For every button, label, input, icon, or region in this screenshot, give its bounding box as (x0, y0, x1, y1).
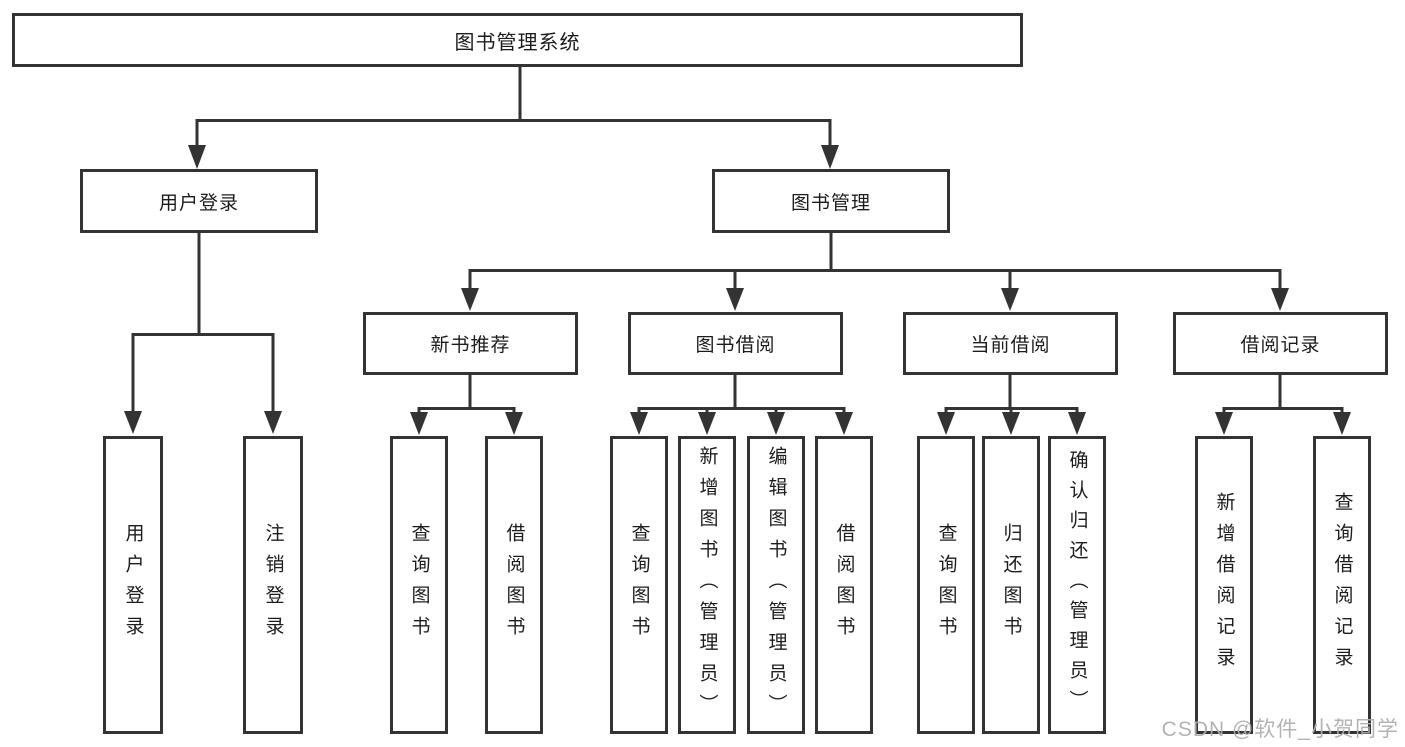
leaf-user-login: 用户登录 (103, 436, 163, 734)
node-user-login: 用户登录 (80, 169, 318, 233)
leaf-bb-borrow-book-label: 借阅图书 (833, 523, 855, 647)
leaf-br-add-record-label: 新增借阅记录 (1213, 492, 1235, 678)
node-new-book-recommend: 新书推荐 (363, 312, 578, 375)
leaf-cb-query-book: 查询图书 (917, 436, 975, 734)
node-root: 图书管理系统 (12, 13, 1023, 67)
leaf-cb-return-book-label: 归还图书 (1000, 523, 1022, 647)
leaf-cb-confirm-return: 确认归还（管理员） (1048, 436, 1106, 734)
node-book-borrow: 图书借阅 (628, 312, 843, 375)
leaf-br-query-record-label: 查询借阅记录 (1331, 492, 1353, 678)
leaf-bb-edit-book-label: 编辑图书（管理员） (765, 445, 787, 725)
leaf-bb-query-book: 查询图书 (610, 436, 668, 734)
leaf-br-query-record: 查询借阅记录 (1313, 436, 1371, 734)
leaf-cb-return-book: 归还图书 (982, 436, 1040, 734)
leaf-bb-add-book: 新增图书（管理员） (678, 436, 736, 734)
leaf-nbr-query-book-label: 查询图书 (408, 523, 430, 647)
leaf-cb-confirm-return-label: 确认归还（管理员） (1066, 450, 1088, 720)
leaf-bb-add-book-label: 新增图书（管理员） (696, 445, 718, 725)
leaf-nbr-query-book: 查询图书 (390, 436, 448, 734)
node-current-borrow: 当前借阅 (903, 312, 1118, 375)
leaf-nbr-borrow-book-label: 借阅图书 (503, 523, 525, 647)
leaf-bb-edit-book: 编辑图书（管理员） (747, 436, 805, 734)
leaf-logout: 注销登录 (243, 436, 303, 734)
leaf-bb-borrow-book: 借阅图书 (815, 436, 873, 734)
leaf-logout-label: 注销登录 (262, 523, 284, 647)
leaf-cb-query-book-label: 查询图书 (935, 523, 957, 647)
leaf-bb-query-book-label: 查询图书 (628, 523, 650, 647)
node-book-management: 图书管理 (712, 169, 950, 233)
leaf-br-add-record: 新增借阅记录 (1195, 436, 1253, 734)
node-borrow-records: 借阅记录 (1173, 312, 1388, 375)
leaf-nbr-borrow-book: 借阅图书 (485, 436, 543, 734)
leaf-user-login-label: 用户登录 (122, 523, 144, 647)
